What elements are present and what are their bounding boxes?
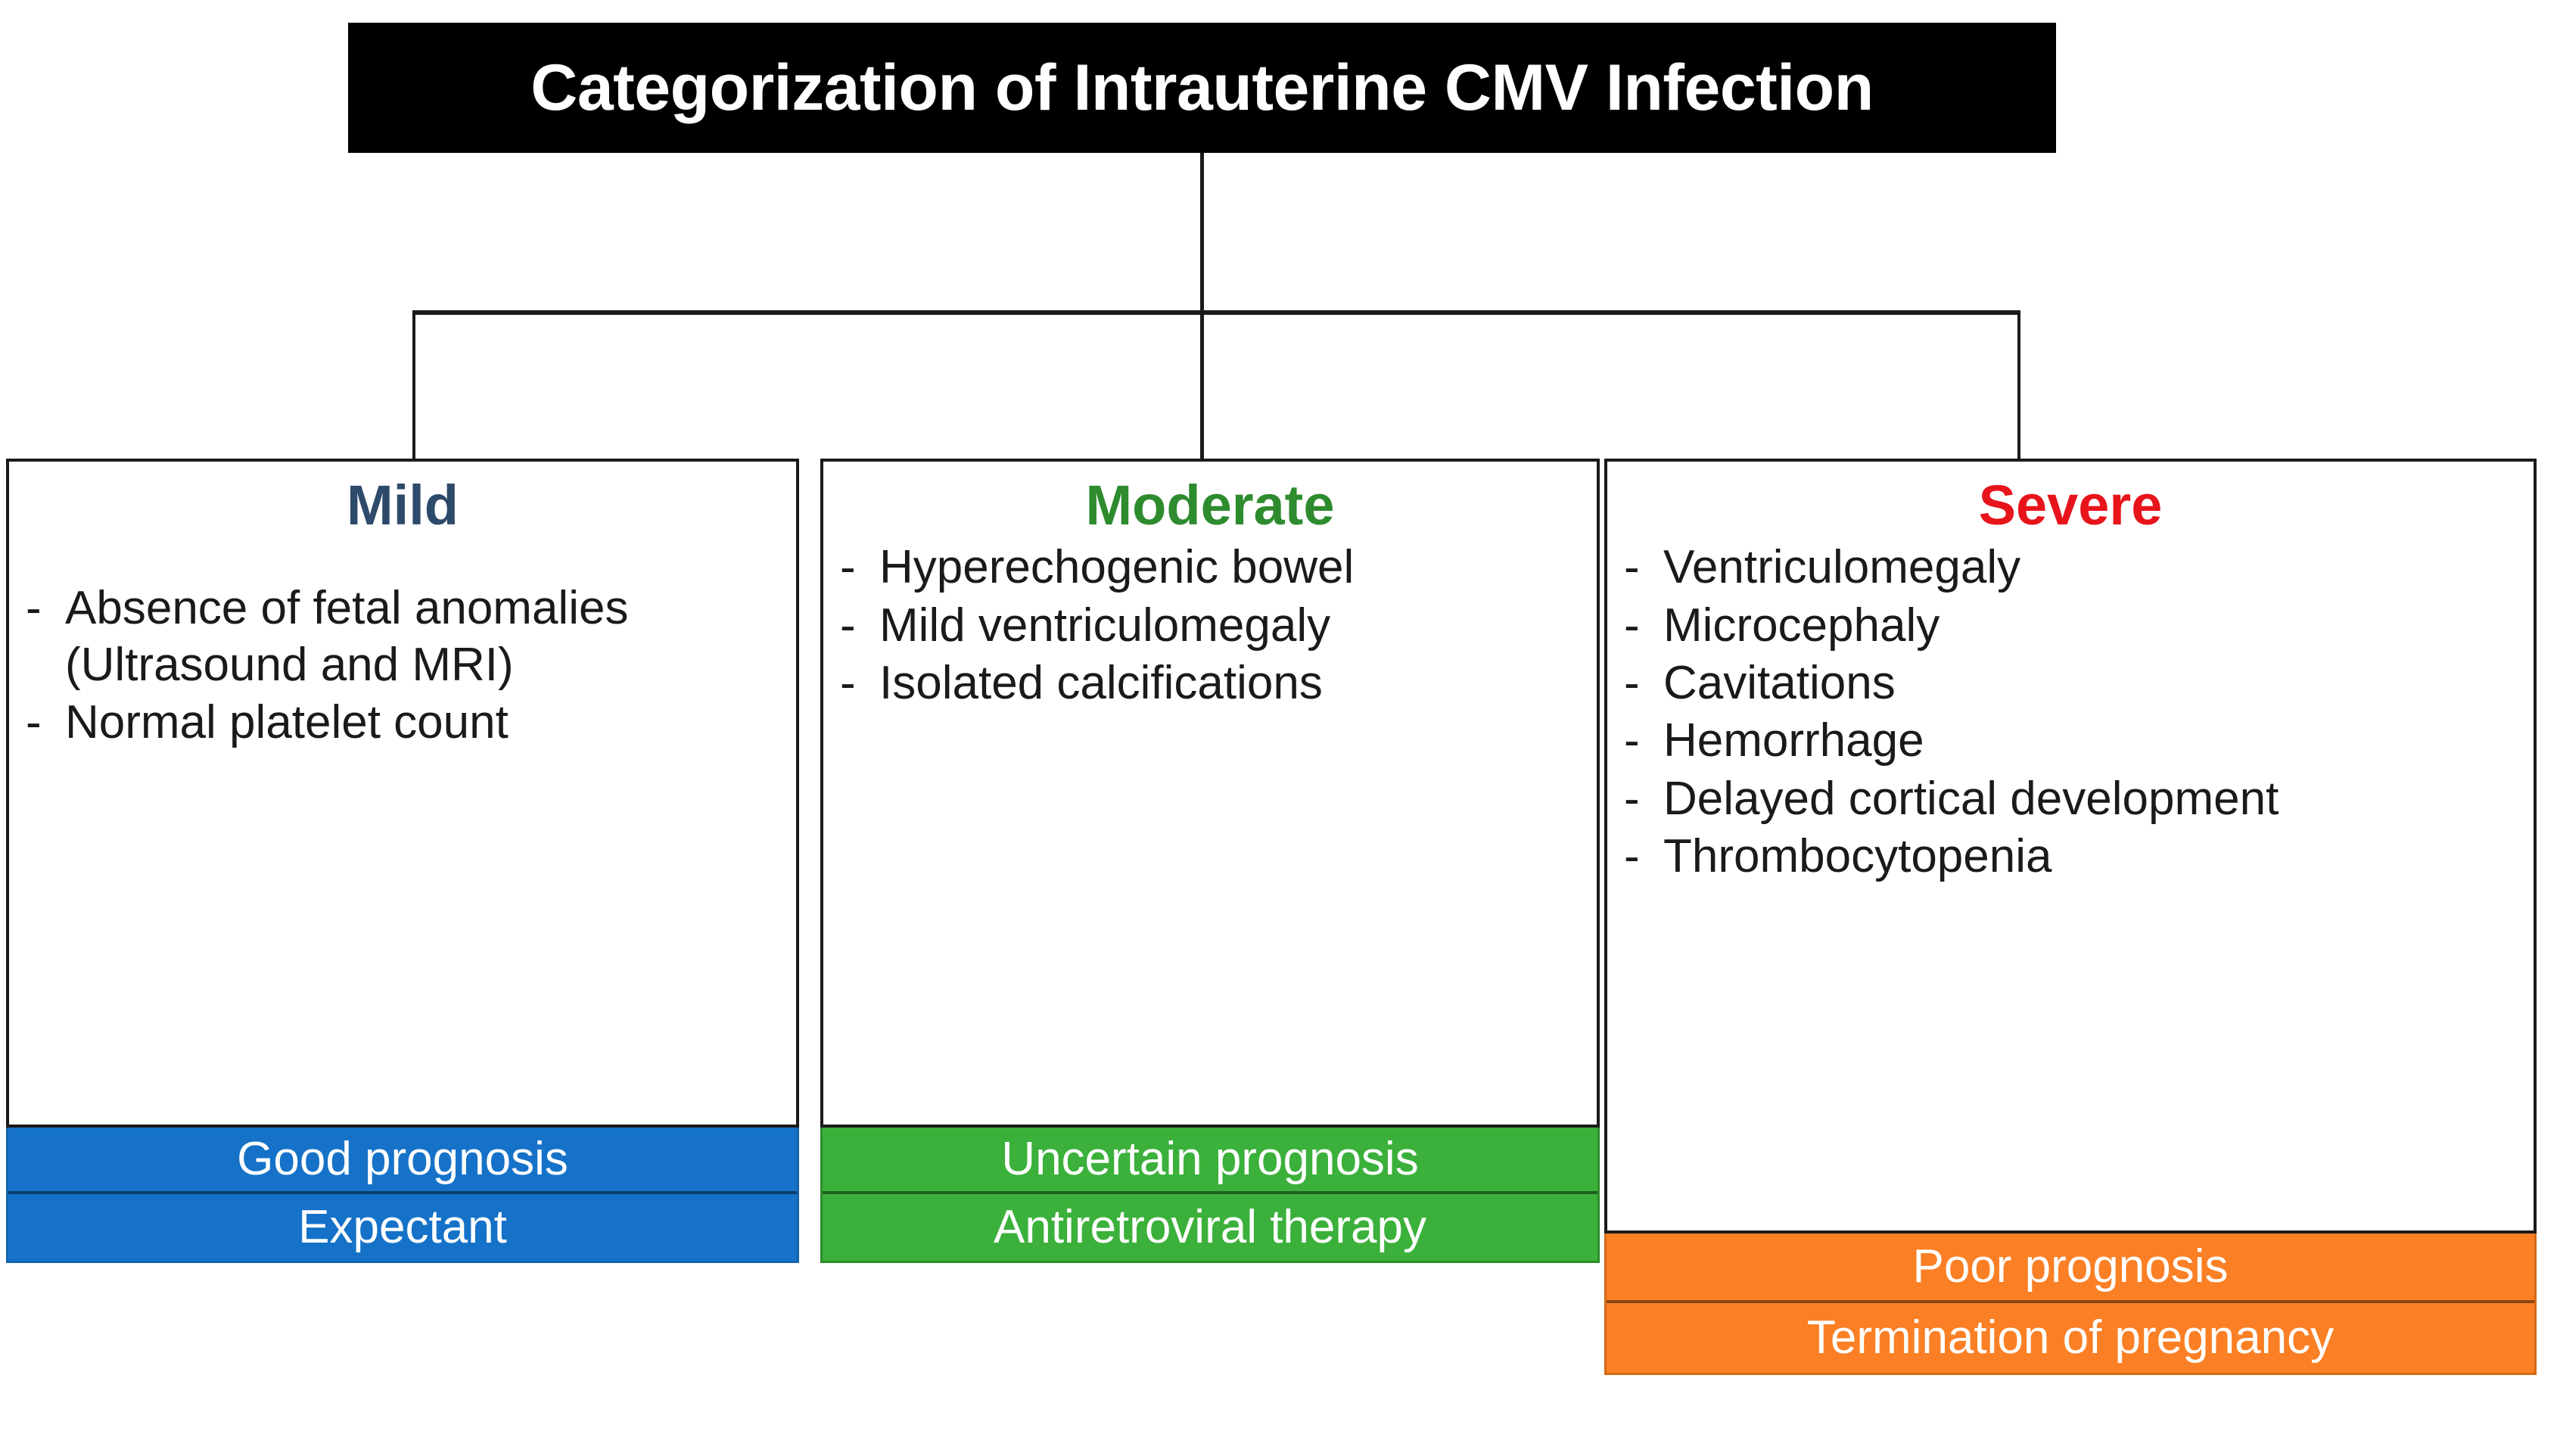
list-item: - Normal platelet count <box>26 695 782 751</box>
criteria-list-severe: - Ventriculomegaly - Microcephaly - Cavi… <box>1607 540 2534 885</box>
connector-drop-mild <box>412 310 415 462</box>
connector-drop-moderate <box>1200 310 1204 462</box>
prognosis-band-moderate: Uncertain prognosis <box>823 1128 1597 1194</box>
list-item: - Ventriculomegaly <box>1624 540 2520 596</box>
list-item-label: Mild ventriculomegaly <box>879 599 1331 652</box>
outcome-bands-mild: Good prognosis Expectant <box>6 1128 799 1263</box>
list-item: - Delayed cortical development <box>1624 771 2520 827</box>
category-heading-severe: Severe <box>1978 474 2163 537</box>
list-item: - Hyperechogenic bowel <box>840 540 1583 596</box>
list-item-label: Delayed cortical development <box>1663 772 2279 825</box>
criteria-list-moderate: - Hyperechogenic bowel - Mild ventriculo… <box>823 540 1597 711</box>
connector-drop-severe <box>2017 310 2020 462</box>
list-item: - Thrombocytopenia <box>1624 829 2520 885</box>
list-item-label: Isolated calcifications <box>879 657 1323 710</box>
bullet-dash-icon: - <box>1624 599 1640 652</box>
bullet-dash-icon: - <box>840 541 856 594</box>
criteria-list-mild: - Absence of fetal anomalies (Ultrasound… <box>9 540 796 751</box>
list-item: - Mild ventriculomegaly <box>840 598 1583 654</box>
bullet-dash-icon: - <box>840 657 856 710</box>
bullet-dash-icon: - <box>1624 772 1640 825</box>
diagram-title-bar: Categorization of Intrauterine CMV Infec… <box>348 23 2056 153</box>
list-item: - Hemorrhage <box>1624 713 2520 769</box>
category-column-severe: Severe - Ventriculomegaly - Microcephaly… <box>1604 459 2537 1375</box>
list-item-label: Hemorrhage <box>1663 714 1924 767</box>
prognosis-band-mild: Good prognosis <box>8 1128 797 1194</box>
list-item-label: Cavitations <box>1663 657 1896 710</box>
list-item-label: Normal platelet count <box>65 696 509 749</box>
bullet-dash-icon: - <box>26 582 42 635</box>
bullet-dash-icon: - <box>26 696 42 749</box>
outcome-bands-moderate: Uncertain prognosis Antiretroviral thera… <box>820 1128 1600 1263</box>
connector-horizontal-bar <box>412 310 2020 315</box>
list-item: - Isolated calcifications <box>840 655 1583 711</box>
list-item: - Microcephaly <box>1624 598 2520 654</box>
prognosis-band-severe: Poor prognosis <box>1607 1234 2534 1303</box>
list-item: - Absence of fetal anomalies (Ultrasound… <box>26 580 782 693</box>
bullet-dash-icon: - <box>840 599 856 652</box>
category-card-mild: Mild - Absence of fetal anomalies (Ultra… <box>6 459 799 1128</box>
category-heading-mild: Mild <box>347 474 459 537</box>
category-heading-moderate: Moderate <box>1085 474 1335 537</box>
bullet-dash-icon: - <box>1624 830 1640 883</box>
management-band-mild: Expectant <box>8 1194 797 1261</box>
list-item: - Cavitations <box>1624 655 2520 711</box>
list-item-label: Ventriculomegaly <box>1663 541 2021 594</box>
list-item-label: Microcephaly <box>1663 599 1940 652</box>
category-column-moderate: Moderate - Hyperechogenic bowel - Mild v… <box>820 459 1600 1263</box>
management-band-severe: Termination of pregnancy <box>1607 1303 2534 1373</box>
list-item-label: Thrombocytopenia <box>1663 830 2052 883</box>
outcome-bands-severe: Poor prognosis Termination of pregnancy <box>1604 1234 2537 1375</box>
category-card-severe: Severe - Ventriculomegaly - Microcephaly… <box>1604 459 2537 1234</box>
bullet-dash-icon: - <box>1624 657 1640 710</box>
connector-stem <box>1200 153 1204 313</box>
page-title: Categorization of Intrauterine CMV Infec… <box>530 51 1874 124</box>
list-item-label: Absence of fetal anomalies (Ultrasound a… <box>65 582 629 691</box>
category-card-moderate: Moderate - Hyperechogenic bowel - Mild v… <box>820 459 1600 1128</box>
management-band-moderate: Antiretroviral therapy <box>823 1194 1597 1261</box>
bullet-dash-icon: - <box>1624 541 1640 594</box>
list-item-label: Hyperechogenic bowel <box>879 541 1355 594</box>
category-column-mild: Mild - Absence of fetal anomalies (Ultra… <box>6 459 799 1263</box>
bullet-dash-icon: - <box>1624 714 1640 767</box>
